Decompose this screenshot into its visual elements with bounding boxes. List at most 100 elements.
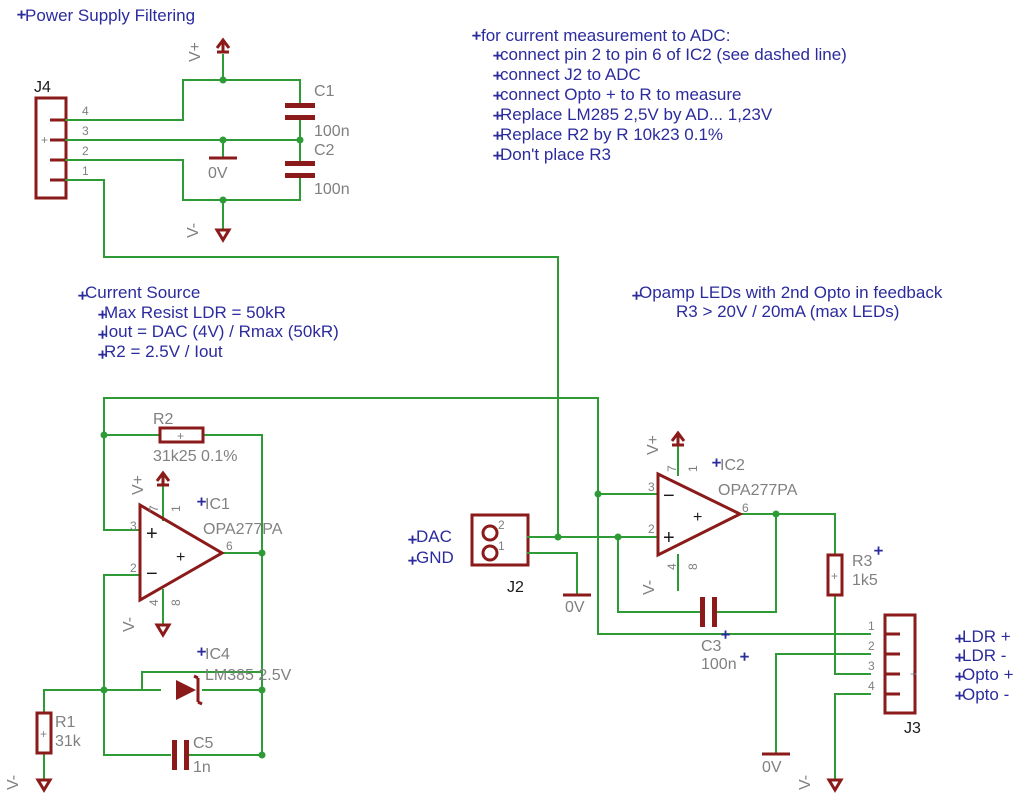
r2-resistor: + xyxy=(158,426,205,444)
ic1-pin3: 3 xyxy=(130,519,137,533)
vplus-ic2-icon xyxy=(670,430,686,447)
r1-resistor: + xyxy=(35,711,53,755)
j3-pin2: 2 xyxy=(868,639,875,653)
j4-pin4: 4 xyxy=(82,104,89,118)
ic1-pin8: 8 xyxy=(169,599,183,606)
svg-text:+: + xyxy=(197,644,206,661)
vplus-label-top: V+ xyxy=(187,42,204,62)
svg-text:+: + xyxy=(408,553,417,570)
svg-text:+: + xyxy=(955,650,964,667)
svg-text:+: + xyxy=(955,688,964,705)
j3-pin1: 1 xyxy=(868,619,875,633)
ic2-pin2: 2 xyxy=(648,522,655,536)
ic2-name: IC2 xyxy=(720,457,745,474)
svg-text:−: − xyxy=(146,563,158,585)
current-source-circuit: + R2 31k25 0.1% + − + 3 2 6 7 4 1 8 + IC… xyxy=(5,397,871,793)
power-supply-section: + Power Supply Filtering J4 + 4 3 2 1 C1 xyxy=(17,6,559,538)
ic2-pin6: 6 xyxy=(742,501,749,515)
r3-resistor: + xyxy=(826,553,844,597)
adc-notes: + for current measurement to ADC: + conn… xyxy=(472,26,847,166)
adc-note-3: connect Opto + to R to measure xyxy=(500,85,741,104)
svg-text:+: + xyxy=(493,128,502,145)
svg-text:+: + xyxy=(98,307,107,324)
gnd-label-j3: 0V xyxy=(762,759,782,776)
c3-value: 100n xyxy=(701,656,737,673)
c1-value: 100n xyxy=(314,123,350,140)
vminus-label-j3: V- xyxy=(797,775,814,790)
vplus-label-ic1: V+ xyxy=(130,475,147,495)
svg-text:+: + xyxy=(874,543,883,560)
c2-capacitor xyxy=(285,161,315,178)
svg-text:+: + xyxy=(78,288,87,305)
gnd-label-j2: 0V xyxy=(565,599,585,616)
vminus-supply-icon xyxy=(214,228,232,243)
j2-pin1: 1 xyxy=(498,539,505,553)
j3-pin3: 3 xyxy=(868,659,875,673)
power-supply-title: Power Supply Filtering xyxy=(25,6,195,25)
ic2-pin4: 4 xyxy=(665,563,679,570)
svg-text:+: + xyxy=(197,494,206,511)
svg-text:+: + xyxy=(408,532,417,549)
current-note-0: Current Source xyxy=(85,283,200,302)
svg-text:+: + xyxy=(955,669,964,686)
vminus-ic1-icon xyxy=(154,623,172,638)
j2-pin2: 2 xyxy=(498,518,505,532)
ic4-value: LM385 2.5V xyxy=(205,667,292,684)
gnd-label-top: 0V xyxy=(208,165,228,182)
c5-value: 1n xyxy=(193,759,211,776)
svg-text:+: + xyxy=(740,649,749,666)
vminus-label-ic1: V- xyxy=(121,617,138,632)
r3-name: R3 xyxy=(852,553,873,570)
adc-note-4: Replace LM285 2,5V by AD... 1,23V xyxy=(500,105,773,124)
svg-text:+: + xyxy=(176,549,185,566)
ic2-pin1: 1 xyxy=(686,465,700,472)
c2-value: 100n xyxy=(314,181,350,198)
ic1-name: IC1 xyxy=(205,496,230,513)
ic2-pin3: 3 xyxy=(648,480,655,494)
current-note-1: Max Resist LDR = 50kR xyxy=(104,303,286,322)
ic1-opamp: + − + xyxy=(138,502,225,603)
opamp-led-circuit: − + + 3 2 6 7 4 1 8 + IC2 OPA277PA V+ V-… xyxy=(597,430,1014,793)
c1-capacitor xyxy=(285,103,315,120)
r3-value: 1k5 xyxy=(852,572,878,589)
ic1-pin4: 4 xyxy=(147,599,161,606)
ic4-name: IC4 xyxy=(205,646,230,663)
r2-value: 31k25 0.1% xyxy=(153,448,238,465)
svg-text:+: + xyxy=(955,631,964,648)
svg-text:+: + xyxy=(663,527,675,549)
adc-note-5: Replace R2 by R 10k23 0.1% xyxy=(500,125,723,144)
opamp-led-notes: + Opamp LEDs with 2nd Opto in feedback R… xyxy=(632,283,943,321)
j4-connector xyxy=(34,96,68,200)
ic1-pin6: 6 xyxy=(226,539,233,553)
adc-note-6: Don't place R3 xyxy=(500,145,611,164)
c3-name: C3 xyxy=(701,638,722,655)
j3-ldr-plus: LDR + xyxy=(962,627,1011,646)
svg-text:+: + xyxy=(693,509,702,526)
opamp-note-0: Opamp LEDs with 2nd Opto in feedback xyxy=(639,283,943,302)
opamp-note-1: R3 > 20V / 20mA (max LEDs) xyxy=(676,302,899,321)
j2-name: J2 xyxy=(507,579,524,596)
j4-pin3: 3 xyxy=(82,124,89,138)
current-source-notes: + Current Source + Max Resist LDR = 50kR… xyxy=(78,283,339,365)
j2-section: 2 1 J2 + DAC + GND 0V xyxy=(408,513,659,616)
ic2-pin8: 8 xyxy=(686,563,700,570)
j3-connector xyxy=(883,613,917,715)
ic1-pin1: 1 xyxy=(169,505,183,512)
r2-name: R2 xyxy=(153,411,174,428)
j3-opto-minus: Opto - xyxy=(962,685,1009,704)
j2-gnd-label: GND xyxy=(416,548,454,567)
vminus-label-top: V- xyxy=(185,223,202,238)
svg-text:+: + xyxy=(493,68,502,85)
svg-text:+: + xyxy=(98,347,107,364)
svg-text:+: + xyxy=(493,88,502,105)
j2-connector xyxy=(470,513,530,567)
j2-dac-label: DAC xyxy=(416,527,452,546)
ic4-reference-diode xyxy=(176,674,203,706)
svg-text:+: + xyxy=(712,455,721,472)
j3-pin4: 4 xyxy=(868,679,875,693)
svg-text:+: + xyxy=(17,7,26,24)
svg-text:+: + xyxy=(98,327,107,344)
svg-text:−: − xyxy=(663,485,675,507)
svg-text:+: + xyxy=(721,627,730,644)
